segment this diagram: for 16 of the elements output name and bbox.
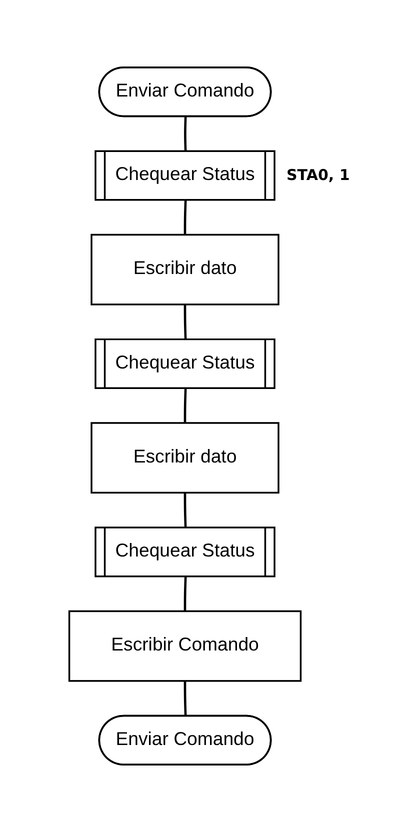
subroutine-box: Chequear Status [94, 338, 276, 389]
status-note: STA0, 1 [286, 166, 350, 184]
connector-line [184, 304, 187, 340]
connector-line [184, 388, 187, 423]
connector-line [184, 576, 187, 612]
process-box: Escribir dato [90, 422, 280, 494]
connector-line [184, 116, 187, 152]
connector-line [184, 200, 187, 235]
terminal-shape: Enviar Comando [98, 714, 272, 766]
subroutine-box: Chequear Status [94, 150, 276, 201]
terminal-shape: Enviar Comando [98, 66, 272, 118]
process-box: Escribir Comando [68, 610, 302, 682]
subroutine-box: Chequear Status [94, 526, 276, 578]
process-box: Escribir dato [90, 234, 280, 306]
connector-line [184, 492, 187, 528]
connector-line [184, 680, 187, 716]
